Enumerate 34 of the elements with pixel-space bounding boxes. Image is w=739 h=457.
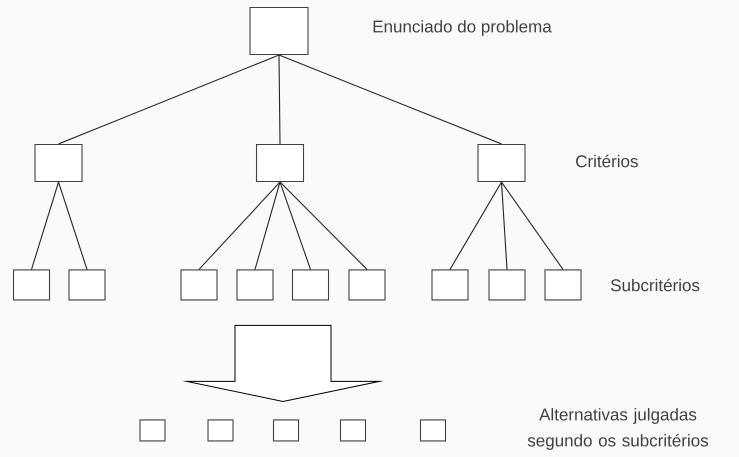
level-label: Enunciado do problema — [374, 20, 552, 36]
connector-line — [450, 182, 502, 270]
connector-line — [279, 182, 312, 270]
box — [180, 269, 218, 301]
box — [431, 269, 469, 301]
box — [544, 269, 582, 301]
box — [477, 144, 526, 182]
box — [272, 419, 300, 442]
box — [236, 269, 274, 301]
level-label: Alternativas julgadas segundo os subcritérios — [528, 408, 708, 450]
connector-line — [198, 182, 280, 270]
box — [12, 269, 50, 301]
level-label: Subcritérios — [610, 278, 700, 292]
connector-line — [254, 182, 281, 270]
connector-line — [501, 182, 564, 270]
connector-line — [278, 55, 281, 144]
level-label: Critérios — [576, 154, 638, 168]
box — [256, 144, 304, 182]
connector-line — [58, 54, 280, 144]
connector-line — [278, 54, 502, 144]
box — [348, 269, 386, 301]
box — [488, 269, 526, 301]
box — [68, 269, 106, 301]
box — [207, 419, 234, 442]
box — [249, 6, 309, 56]
box — [139, 419, 166, 442]
connector-line — [280, 182, 368, 270]
box — [340, 419, 366, 442]
box — [420, 419, 446, 442]
connector-line — [58, 182, 88, 270]
box — [34, 144, 83, 182]
connector-line — [500, 182, 508, 270]
box — [292, 269, 330, 301]
connector-line — [30, 182, 60, 270]
